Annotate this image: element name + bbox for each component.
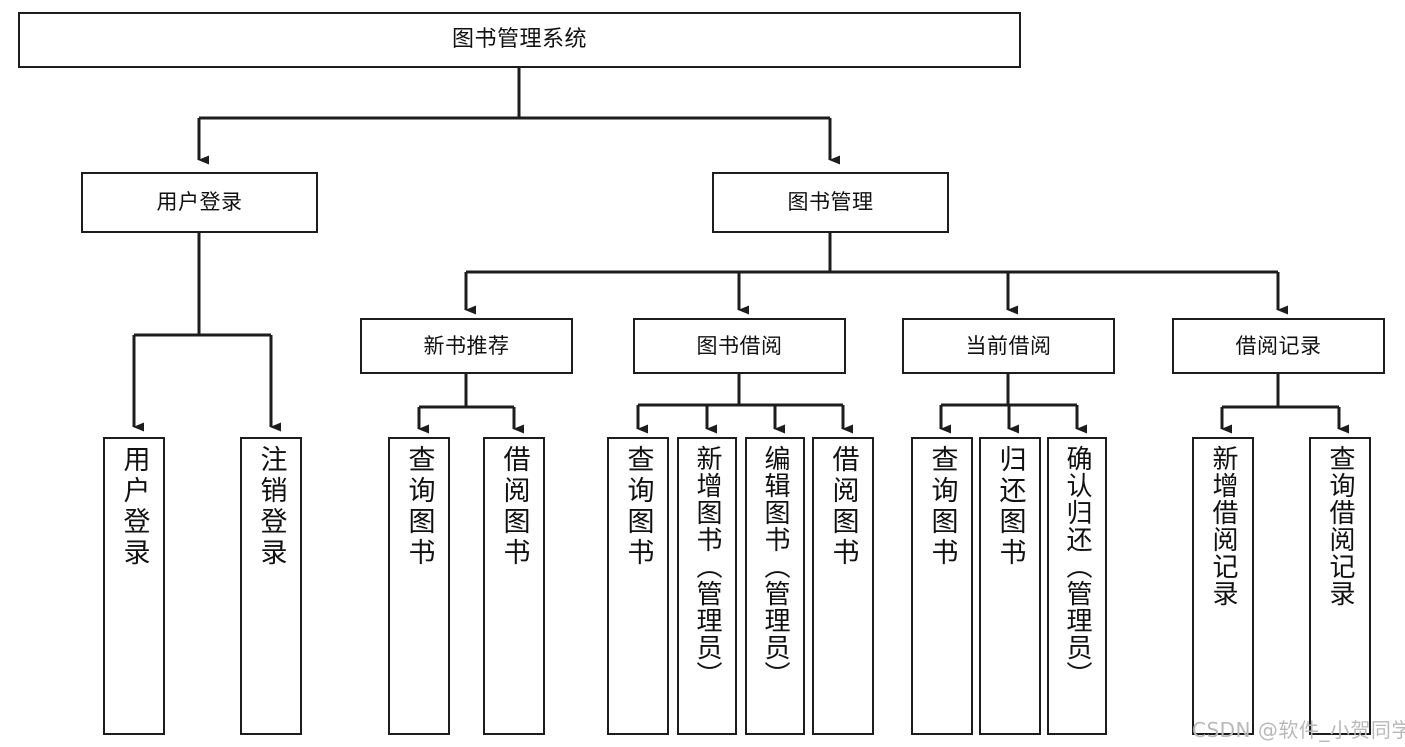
node-leaf-borrow-add[interactable]: 新增图书（管理员） bbox=[677, 437, 737, 735]
node-leaf-borrow-add-label: 新增图书（管理员） bbox=[692, 445, 722, 688]
node-leaf-rec-borrow-label: 借阅图书 bbox=[498, 445, 530, 569]
node-user-login[interactable]: 用户登录 bbox=[81, 172, 318, 233]
node-leaf-borrow-lend-label: 借阅图书 bbox=[827, 445, 859, 569]
node-leaf-borrow-edit-label: 编辑图书（管理员） bbox=[760, 445, 790, 688]
node-leaf-cur-query[interactable]: 查询图书 bbox=[911, 437, 973, 735]
node-leaf-borrow-query[interactable]: 查询图书 bbox=[607, 437, 669, 735]
node-leaf-user-login-label: 用户登录 bbox=[118, 445, 150, 569]
node-leaf-user-login[interactable]: 用户登录 bbox=[103, 437, 165, 735]
node-leaf-borrow-query-label: 查询图书 bbox=[622, 445, 654, 569]
node-leaf-user-logout-label: 注销登录 bbox=[255, 445, 287, 569]
node-borrow-record[interactable]: 借阅记录 bbox=[1172, 318, 1385, 374]
node-book-borrow[interactable]: 图书借阅 bbox=[633, 318, 846, 374]
node-root[interactable]: 图书管理系统 bbox=[18, 12, 1021, 68]
node-leaf-rec-add-label: 新增借阅记录 bbox=[1208, 445, 1238, 607]
node-root-label: 图书管理系统 bbox=[451, 27, 587, 53]
node-book-manage[interactable]: 图书管理 bbox=[712, 172, 949, 233]
node-leaf-rec-query2-label: 查询借阅记录 bbox=[1325, 445, 1355, 607]
node-user-login-label: 用户登录 bbox=[156, 190, 243, 215]
node-leaf-cur-query-label: 查询图书 bbox=[926, 445, 958, 569]
node-leaf-user-logout[interactable]: 注销登录 bbox=[240, 437, 302, 735]
node-book-borrow-label: 图书借阅 bbox=[696, 333, 783, 358]
node-new-book-rec[interactable]: 新书推荐 bbox=[360, 318, 573, 374]
node-leaf-cur-return-label: 归还图书 bbox=[994, 445, 1026, 569]
node-new-book-rec-label: 新书推荐 bbox=[423, 333, 510, 358]
node-leaf-rec-add[interactable]: 新增借阅记录 bbox=[1192, 437, 1254, 735]
node-leaf-rec-query2[interactable]: 查询借阅记录 bbox=[1309, 437, 1371, 735]
node-leaf-cur-confirm-label: 确认归还（管理员） bbox=[1062, 445, 1092, 688]
node-leaf-rec-borrow[interactable]: 借阅图书 bbox=[483, 437, 545, 735]
node-book-manage-label: 图书管理 bbox=[787, 190, 874, 215]
node-borrow-record-label: 借阅记录 bbox=[1235, 333, 1322, 358]
node-leaf-cur-return[interactable]: 归还图书 bbox=[979, 437, 1041, 735]
node-leaf-borrow-lend[interactable]: 借阅图书 bbox=[812, 437, 874, 735]
watermark: CSDN @软件_小贺同学 bbox=[1192, 718, 1405, 742]
node-leaf-rec-query-label: 查询图书 bbox=[403, 445, 435, 569]
node-leaf-borrow-edit[interactable]: 编辑图书（管理员） bbox=[745, 437, 805, 735]
node-leaf-rec-query[interactable]: 查询图书 bbox=[388, 437, 450, 735]
node-current-borrow[interactable]: 当前借阅 bbox=[902, 318, 1115, 374]
node-leaf-cur-confirm[interactable]: 确认归还（管理员） bbox=[1047, 437, 1107, 735]
node-current-borrow-label: 当前借阅 bbox=[965, 333, 1052, 358]
